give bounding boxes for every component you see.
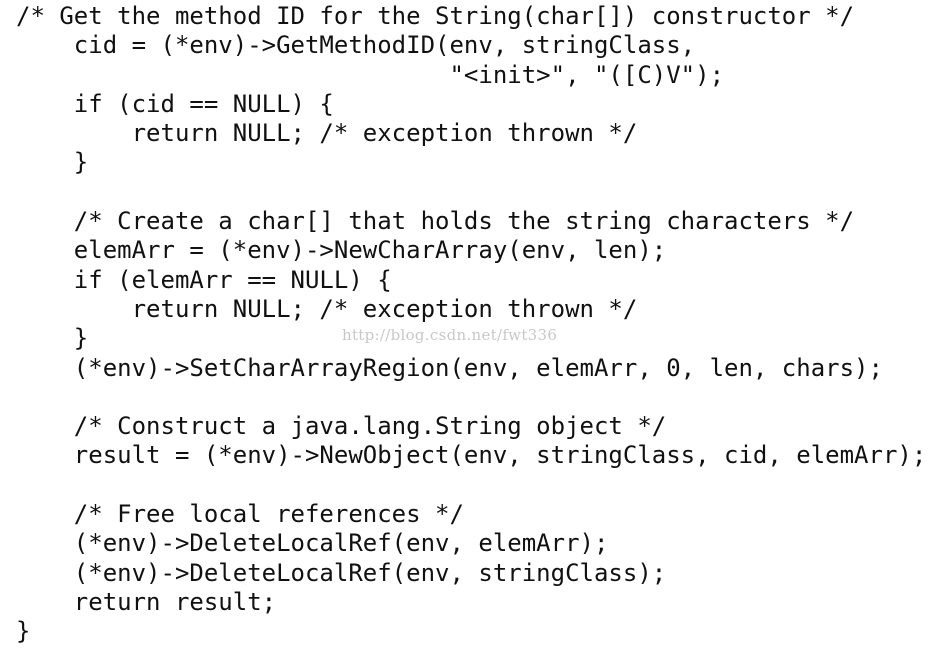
code-line-15: /* Construct a java.lang.String object *… [16, 412, 667, 441]
code-line-22: } [16, 617, 31, 646]
code-line-6: } [16, 148, 89, 177]
code-line-20: (*env)->DeleteLocalRef(env, stringClass)… [16, 558, 667, 587]
code-line-16: result = (*env)->NewObject(env, stringCl… [16, 441, 927, 470]
code-line-9: elemArr = (*env)->NewCharArray(env, len)… [16, 236, 667, 265]
watermark-url: http://blog.csdn.net/fwt336 [342, 326, 558, 344]
code-line-5: return NULL; /* exception thrown */ [16, 119, 638, 148]
code-line-8: /* Create a char[] that holds the string… [16, 207, 855, 236]
code-line-7 [16, 178, 926, 207]
code-line-12: } [16, 324, 89, 353]
code-line-13: (*env)->SetCharArrayRegion(env, elemArr,… [16, 353, 883, 382]
code-line-19: (*env)->DeleteLocalRef(env, elemArr); [16, 529, 609, 558]
code-block: /* Get the method ID for the String(char… [16, 2, 926, 647]
code-line-21: return result; [16, 587, 277, 616]
code-line-18: /* Free local references */ [16, 500, 464, 529]
code-line-2: cid = (*env)->GetMethodID(env, stringCla… [16, 31, 696, 60]
code-line-14 [16, 383, 926, 412]
code-line-1: /* Get the method ID for the String(char… [16, 2, 855, 30]
code-line-17 [16, 471, 926, 500]
code-line-4: if (cid == NULL) { [16, 89, 334, 118]
code-line-3: "<init>", "([C)V"); [16, 60, 725, 89]
code-line-11: return NULL; /* exception thrown */ [16, 294, 638, 323]
code-line-10: if (elemArr == NULL) { [16, 265, 392, 294]
